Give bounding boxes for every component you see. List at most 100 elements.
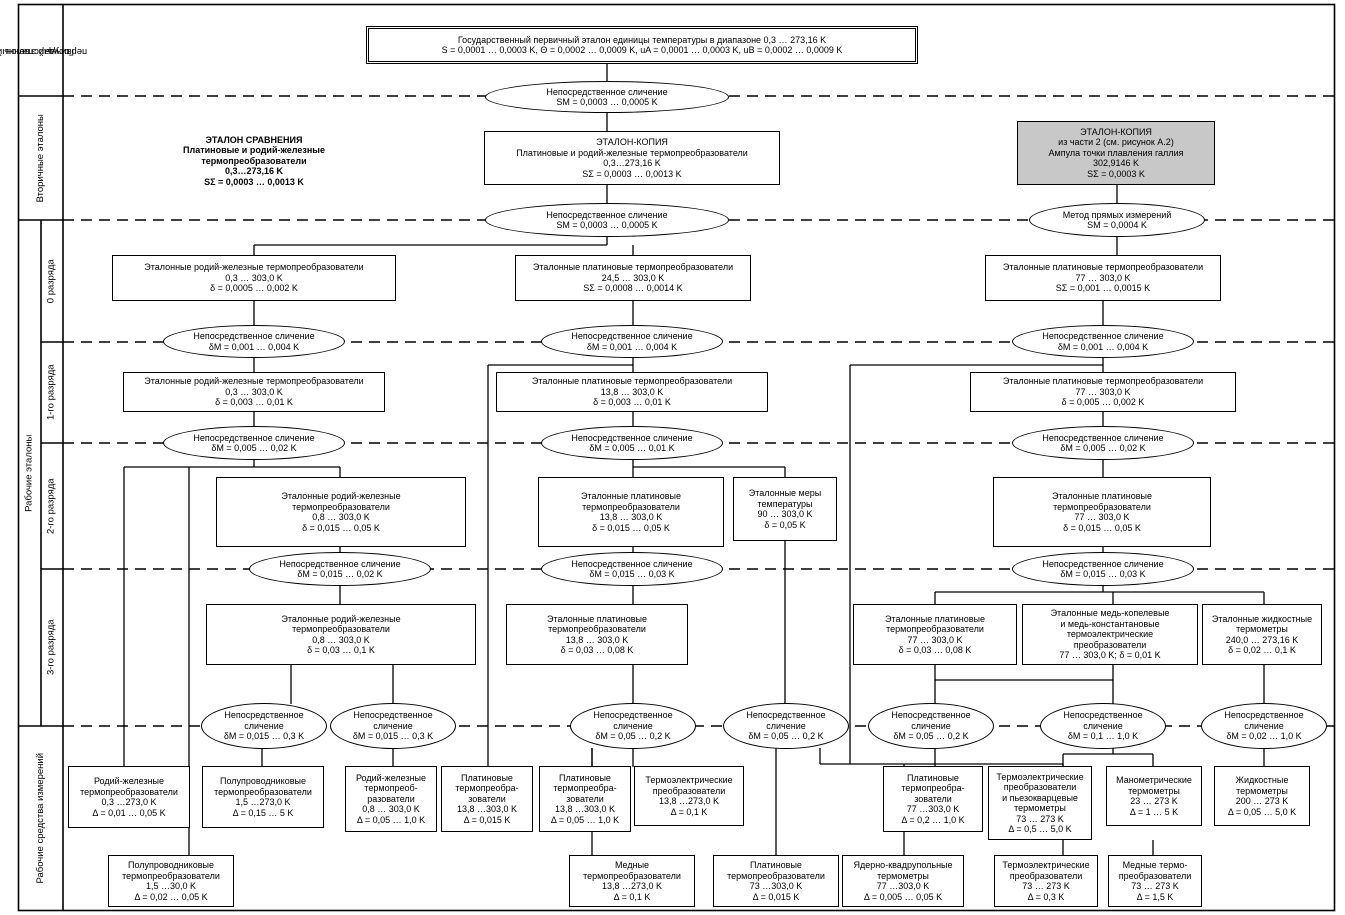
text-line: Непосредственное	[891, 710, 971, 721]
text-line: Государственный первичный эталон единицы…	[457, 34, 827, 45]
text-line: термопреобразователи	[214, 786, 312, 797]
primary-standard-box: Государственный первичный эталон единицы…	[366, 26, 918, 64]
text-line: Платиновые и родий-железные	[183, 145, 325, 156]
text-line: Непосредственное сличение	[1042, 331, 1164, 341]
text-line: δ = 0,003 … 0,01 K	[593, 397, 671, 408]
text-line: сличение	[373, 720, 413, 731]
text-line: и медь-константановые	[1060, 618, 1160, 629]
text-line: зователи	[566, 793, 604, 804]
text-line: δ = 0,005 … 0,002 K	[1061, 397, 1145, 408]
text-line: Непосредственное сличение	[546, 86, 668, 97]
text-line: Термоэлектрические	[1002, 860, 1090, 870]
text-line: SM = 0,0003 … 0,0005 K	[556, 220, 658, 230]
text-line: 13,8 …303,0 K	[554, 804, 616, 815]
text-line: Эталонные платиновые термопреобразовател…	[531, 376, 733, 387]
text-line: 0,3 … 303,0 K	[225, 386, 283, 397]
level-label-rank0: 0 разряда	[45, 259, 57, 303]
text-line: Жидкостные	[1235, 775, 1289, 785]
text-line: 13,8 … 303,0 K	[599, 512, 663, 522]
text-line: Термоэлектрические	[645, 775, 733, 785]
text-line: Ядерно-квадрупольные	[853, 860, 953, 870]
text-line: преобразователи	[1003, 782, 1077, 792]
level-label-rank1: 1-го разряда	[45, 364, 57, 421]
text-line: термопреобразователи	[292, 501, 390, 512]
text-line: 240,0 … 273,16 K	[1225, 634, 1299, 645]
text-line: Δ = 0,05 … 1,0 K	[356, 814, 426, 825]
text-line: Непосредственное сличение	[193, 432, 315, 443]
text-line: Платиновые	[750, 860, 802, 870]
text-line: термопреоб-	[364, 783, 418, 794]
text-line: термоэлектрические	[1066, 629, 1154, 640]
text-line: Δ = 0,02 … 0,05 K	[134, 891, 208, 902]
level-label-working: Рабочие эталоны	[23, 434, 35, 512]
text-line: δM = 0,005 … 0,02 K	[1060, 443, 1146, 453]
text-line: Метод прямых измерений	[1062, 209, 1172, 220]
text-line: Δ = 0,2 … 1,0 K	[901, 814, 965, 825]
text-line: 302,9146 K	[1092, 158, 1140, 169]
rank1-rhodium-iron-box: Эталонные родий-железные термопреобразов…	[123, 372, 385, 412]
text-line: δM = 0,05 … 0,2 K	[748, 731, 824, 742]
rank0-platinum-77-box: Эталонные платиновые термопреобразовател…	[985, 255, 1221, 301]
text-line: Платиновые	[461, 772, 513, 783]
text-line: 0,3…273,16 K	[603, 158, 661, 168]
text-line: Δ = 0,1 K	[670, 806, 708, 817]
text-line: δ = 0,015 … 0,05 K	[1063, 522, 1141, 533]
text-line: δM = 0,05 … 0,2 K	[893, 731, 969, 742]
text-line: зователи	[914, 793, 952, 804]
text-line: преобразователи	[652, 785, 726, 796]
text-line: Непосредственное	[1063, 710, 1143, 721]
text-line: Непосредственное	[224, 710, 304, 721]
text-line: ЭТАЛОН-КОПИЯ	[1080, 126, 1152, 137]
text-line: Δ = 0,05 … 1,0 K	[550, 814, 620, 825]
text-line: δM = 0,015 … 0,02 K	[297, 569, 383, 579]
text-line: 23 … 273 K	[1130, 796, 1178, 806]
text-line: термопреобра-	[455, 783, 519, 794]
text-line: 77 … 303,0 K	[1075, 272, 1131, 283]
text-line: Эталонные родий-железные	[281, 613, 401, 624]
text-line: Эталонные платиновые термопреобразовател…	[1002, 262, 1204, 273]
text-line: 0,3 … 303,0 K	[225, 272, 283, 283]
text-line: преобразователи	[1118, 870, 1192, 881]
text-line: δM = 0,015 … 0,3 K	[352, 731, 434, 742]
text-line: δM = 0,001 … 0,004 K	[208, 341, 300, 352]
text-line: термопреобразователи	[727, 870, 825, 881]
text-line: Непосредственное сличение	[571, 432, 693, 443]
text-line: δM = 0,1 … 1,0 K	[1067, 731, 1139, 742]
text-line: термометры	[1128, 785, 1180, 796]
text-line: Δ = 0,1 K	[613, 891, 651, 902]
text-line: термометры	[1236, 624, 1288, 634]
text-line: 13,8 … 303,0 K	[565, 634, 629, 645]
text-line: Родий-железные	[355, 772, 427, 783]
text-line: термометры	[877, 870, 929, 881]
text-line: термопреобразователи	[201, 155, 307, 166]
text-line: Непосредственное сличение	[571, 331, 693, 341]
text-line: сличение	[244, 720, 284, 731]
text-line: термопреобразователи	[886, 624, 984, 634]
text-line: Эталонные платиновые термопреобразовател…	[1002, 376, 1204, 387]
text-line: сличение	[911, 720, 951, 731]
text-line: δM = 0,015 … 0,3 K	[223, 731, 305, 742]
text-line: SΣ = 0,0003 … 0,0013 K	[204, 176, 304, 187]
text-line: δ = 0,03 … 0,08 K	[560, 645, 634, 655]
text-line: Эталонные родий-железные	[281, 491, 401, 501]
